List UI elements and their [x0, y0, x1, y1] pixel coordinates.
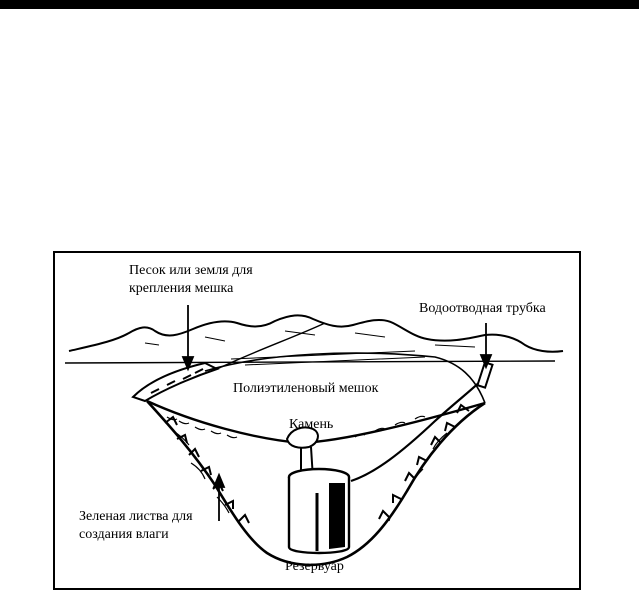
reservoir-container	[287, 467, 351, 555]
hills	[68, 314, 564, 353]
leaves-right	[378, 403, 470, 520]
arrow-leaves	[212, 472, 226, 521]
label-leaves-2: создания влаги	[79, 527, 169, 542]
solar-still-figure: Песок или земля для крепления мешка Водо…	[53, 251, 581, 590]
label-leaves: Зеленая листва для	[79, 509, 193, 524]
arrow-sand	[181, 305, 195, 372]
stone	[285, 426, 319, 449]
label-sand-2: крепления мешка	[129, 281, 234, 296]
drain-pipe	[350, 376, 486, 483]
label-bag: Полиэтиленовый мешок	[233, 381, 379, 396]
solar-still-illustration	[64, 305, 564, 567]
arrow-pipe	[479, 323, 493, 370]
label-pipe: Водоотводная трубка	[419, 301, 546, 316]
label-reservoir: Резервуар	[285, 559, 344, 574]
label-stone: Камень	[289, 417, 334, 432]
top-rule	[0, 0, 639, 9]
label-sand: Песок или земля для	[129, 263, 253, 278]
